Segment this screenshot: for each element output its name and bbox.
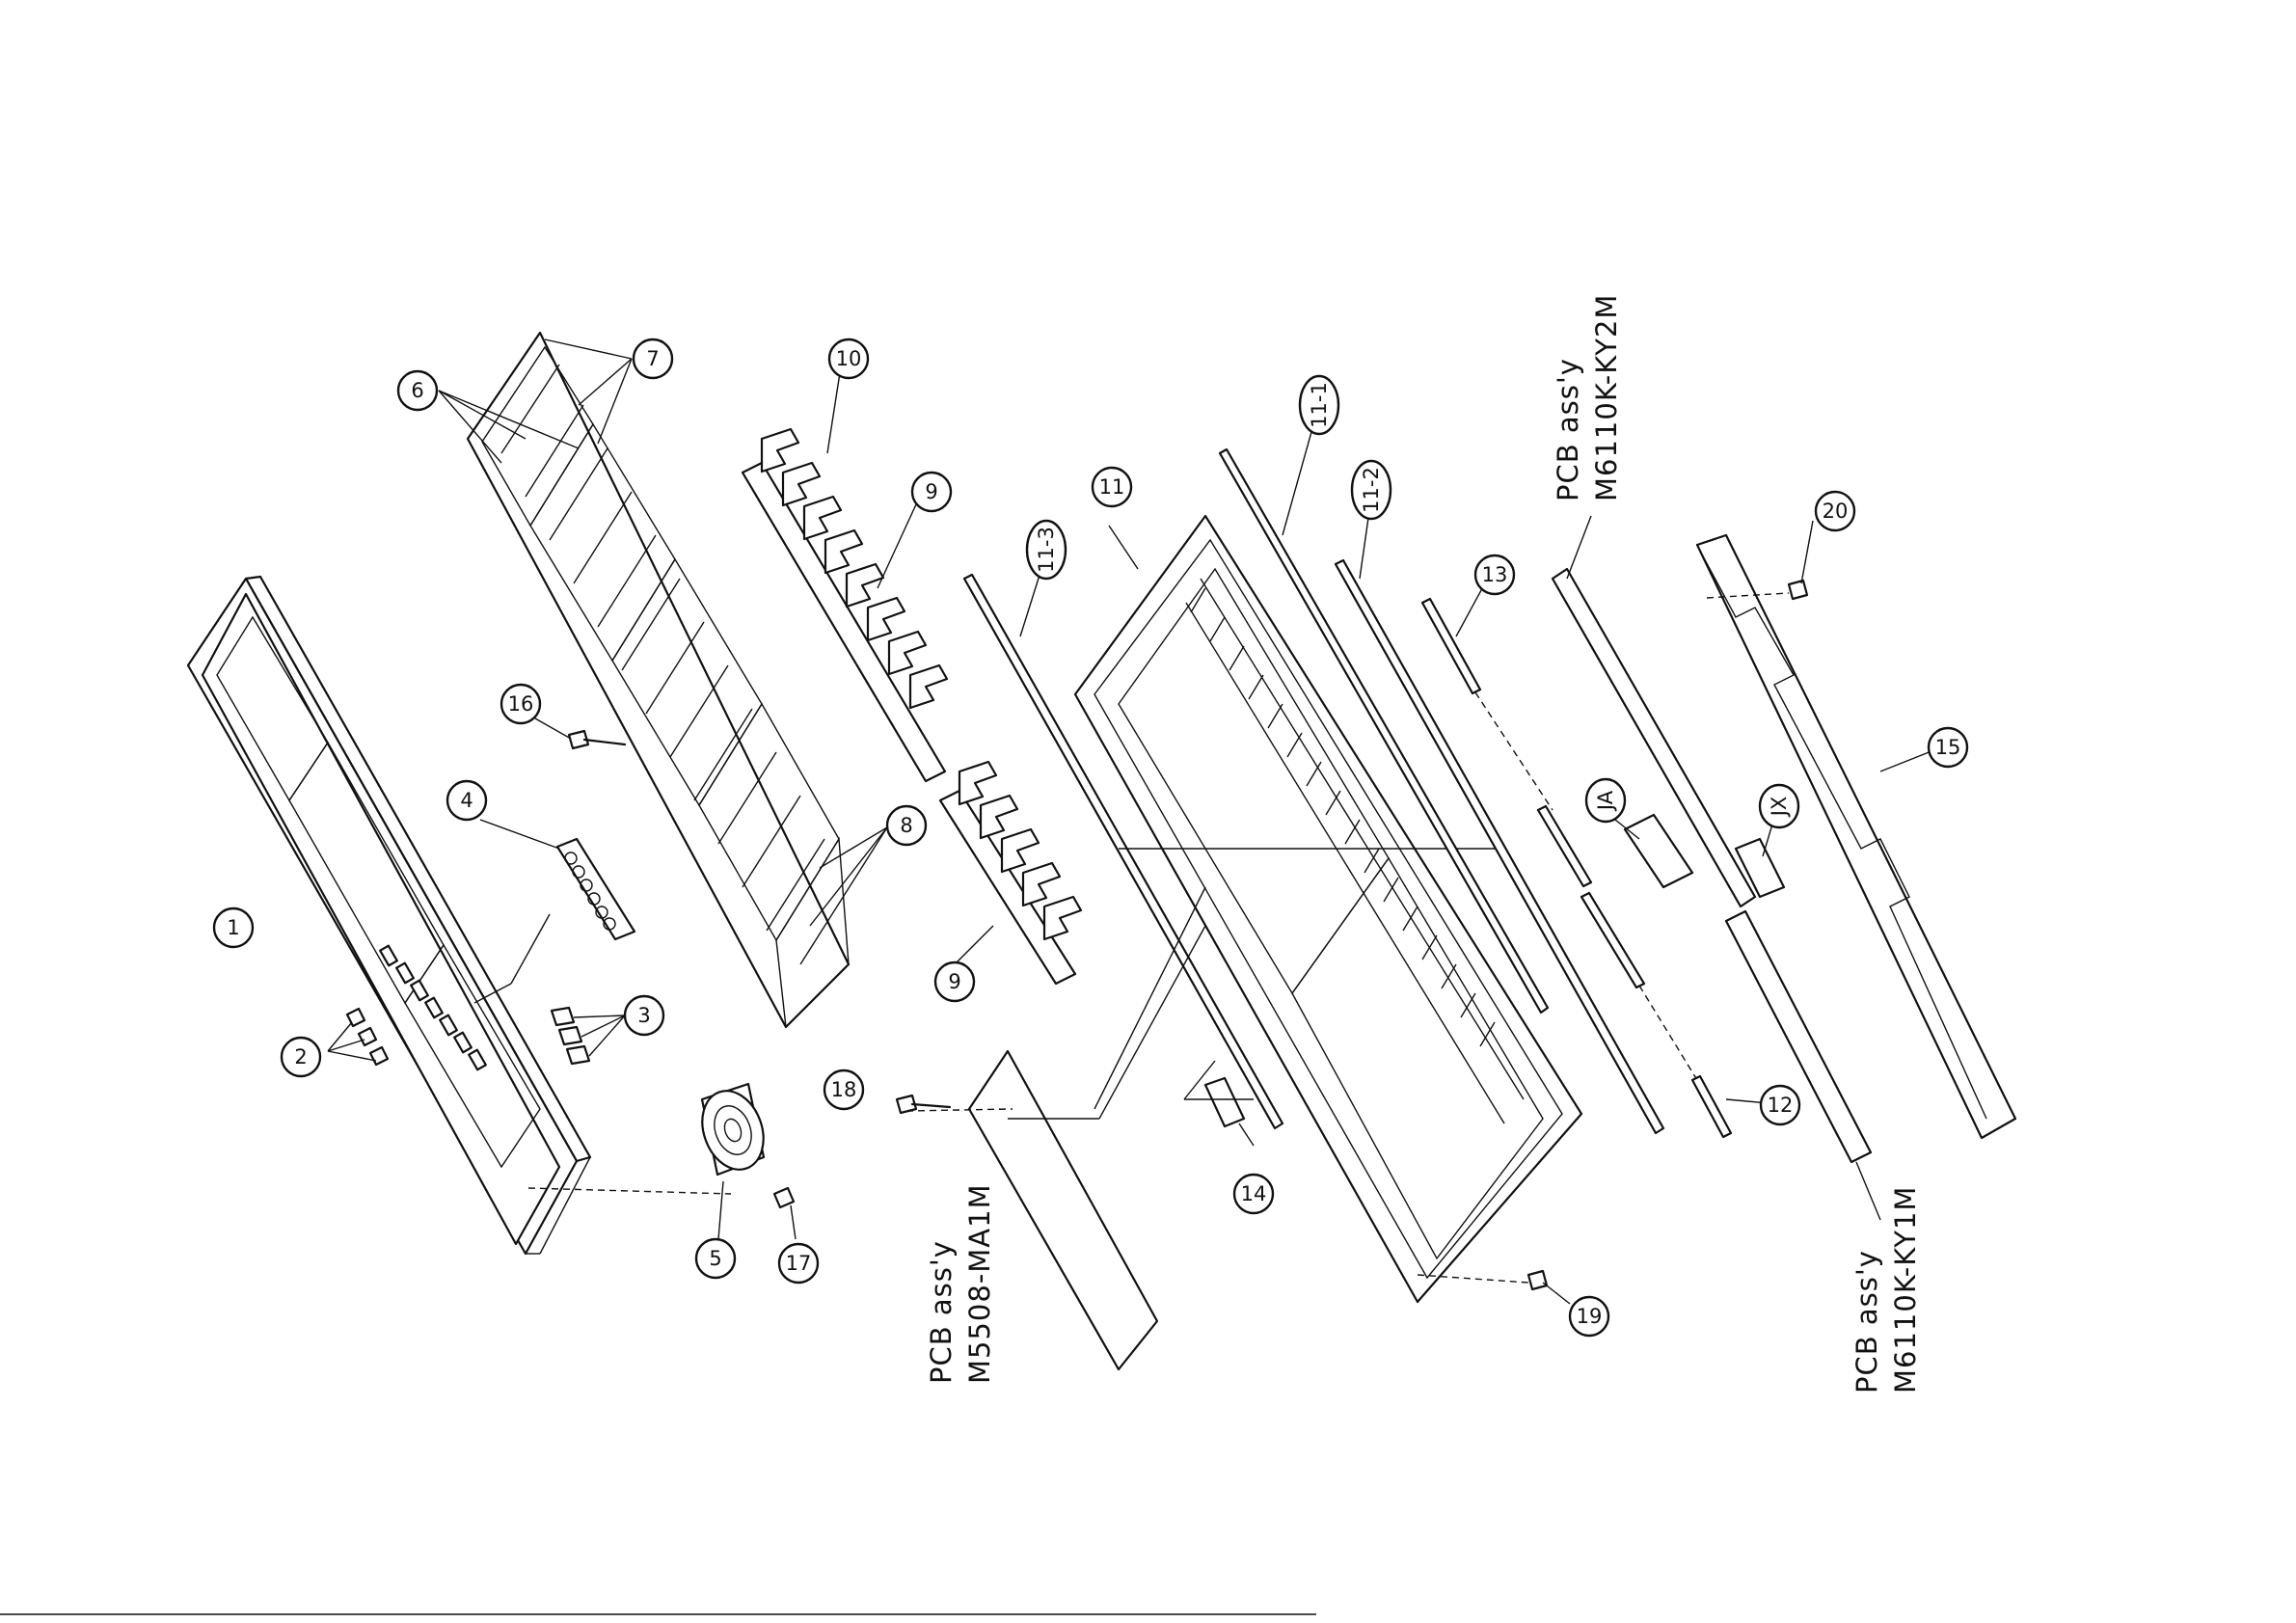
svg-text:JA: JA bbox=[1594, 790, 1617, 812]
callout-1: 1 bbox=[214, 908, 253, 947]
svg-text:18: 18 bbox=[831, 1078, 857, 1101]
callout-11-3: 11-3 bbox=[1027, 521, 1066, 579]
callout-17: 17 bbox=[779, 1244, 818, 1283]
svg-text:14: 14 bbox=[1241, 1182, 1267, 1205]
callout-8: 8 bbox=[887, 806, 926, 845]
callout-14: 14 bbox=[1234, 1175, 1273, 1213]
svg-text:PCB ass'y: PCB ass'y bbox=[1850, 1250, 1883, 1393]
part-knobs bbox=[328, 1009, 388, 1065]
callout-11: 11 bbox=[1093, 468, 1131, 506]
callout-9-lower: 9 bbox=[935, 962, 974, 1001]
svg-text:16: 16 bbox=[508, 692, 534, 716]
svg-text:11-1: 11-1 bbox=[1308, 382, 1331, 428]
svg-text:11-2: 11-2 bbox=[1360, 467, 1383, 513]
callout-16: 16 bbox=[501, 685, 540, 723]
svg-text:JX: JX bbox=[1768, 797, 1791, 819]
callout-11-1: 11-1 bbox=[1300, 376, 1338, 434]
callout-9-upper: 9 bbox=[912, 473, 951, 511]
callout-11-2: 11-2 bbox=[1352, 461, 1391, 519]
part-screw-17 bbox=[774, 1188, 796, 1239]
callout-ja: JA bbox=[1586, 779, 1625, 822]
part-key-assembly bbox=[439, 333, 887, 1027]
svg-text:11-3: 11-3 bbox=[1035, 527, 1058, 573]
callout-7: 7 bbox=[634, 339, 672, 378]
callout-10: 10 bbox=[829, 339, 868, 378]
svg-text:10: 10 bbox=[836, 347, 862, 370]
svg-text:3: 3 bbox=[637, 1004, 650, 1027]
svg-text:4: 4 bbox=[460, 789, 473, 812]
part-switch-board bbox=[474, 820, 635, 1003]
svg-text:13: 13 bbox=[1482, 563, 1508, 586]
callout-20: 20 bbox=[1816, 492, 1854, 530]
svg-text:6: 6 bbox=[411, 379, 423, 402]
part-hammer-row-lower bbox=[940, 762, 1081, 984]
svg-text:5: 5 bbox=[709, 1247, 721, 1270]
svg-text:12: 12 bbox=[1768, 1094, 1794, 1117]
part-buttons bbox=[552, 1008, 625, 1064]
callout-18: 18 bbox=[824, 1070, 863, 1109]
pcb-label-ma1m: PCB ass'y M5508-MA1M bbox=[925, 1183, 996, 1384]
callout-jx: JX bbox=[1760, 785, 1798, 827]
callout-12: 12 bbox=[1761, 1086, 1799, 1124]
svg-text:19: 19 bbox=[1577, 1305, 1603, 1328]
part-screw-16 bbox=[535, 718, 625, 748]
svg-text:8: 8 bbox=[900, 814, 912, 837]
svg-text:7: 7 bbox=[646, 347, 659, 370]
part-speaker bbox=[691, 1082, 773, 1239]
pcb-label-ky2m: PCB ass'y M6110K-KY2M bbox=[1552, 294, 1623, 501]
svg-text:PCB ass'y: PCB ass'y bbox=[1552, 358, 1584, 501]
svg-text:17: 17 bbox=[786, 1252, 812, 1275]
callout-3: 3 bbox=[625, 996, 663, 1035]
callout-5: 5 bbox=[696, 1239, 735, 1278]
part-pcb-ky1m bbox=[1726, 911, 1880, 1220]
svg-text:15: 15 bbox=[1935, 736, 1961, 759]
callout-6: 6 bbox=[398, 371, 437, 410]
svg-text:9: 9 bbox=[925, 480, 937, 503]
svg-text:1: 1 bbox=[227, 916, 239, 939]
pcb-label-ky1m: PCB ass'y M6110K-KY1M bbox=[1850, 1186, 1922, 1393]
callout-19: 19 bbox=[1570, 1297, 1608, 1336]
svg-text:2: 2 bbox=[294, 1045, 307, 1068]
callout-13: 13 bbox=[1475, 555, 1514, 594]
svg-text:11: 11 bbox=[1099, 475, 1125, 499]
svg-text:M6110K-KY1M: M6110K-KY1M bbox=[1889, 1186, 1922, 1393]
svg-text:20: 20 bbox=[1823, 500, 1849, 523]
callout-2: 2 bbox=[282, 1038, 320, 1076]
callout-4: 4 bbox=[447, 781, 486, 820]
connector-ja bbox=[1615, 815, 1692, 887]
part-rear-panel bbox=[1697, 521, 2015, 1138]
svg-text:M6110K-KY2M: M6110K-KY2M bbox=[1590, 294, 1623, 501]
svg-text:9: 9 bbox=[948, 970, 960, 993]
part-hammer-row-upper bbox=[743, 366, 947, 781]
callout-15: 15 bbox=[1929, 728, 1967, 767]
svg-text:M5508-MA1M: M5508-MA1M bbox=[963, 1183, 996, 1384]
svg-text:PCB ass'y: PCB ass'y bbox=[925, 1240, 958, 1384]
